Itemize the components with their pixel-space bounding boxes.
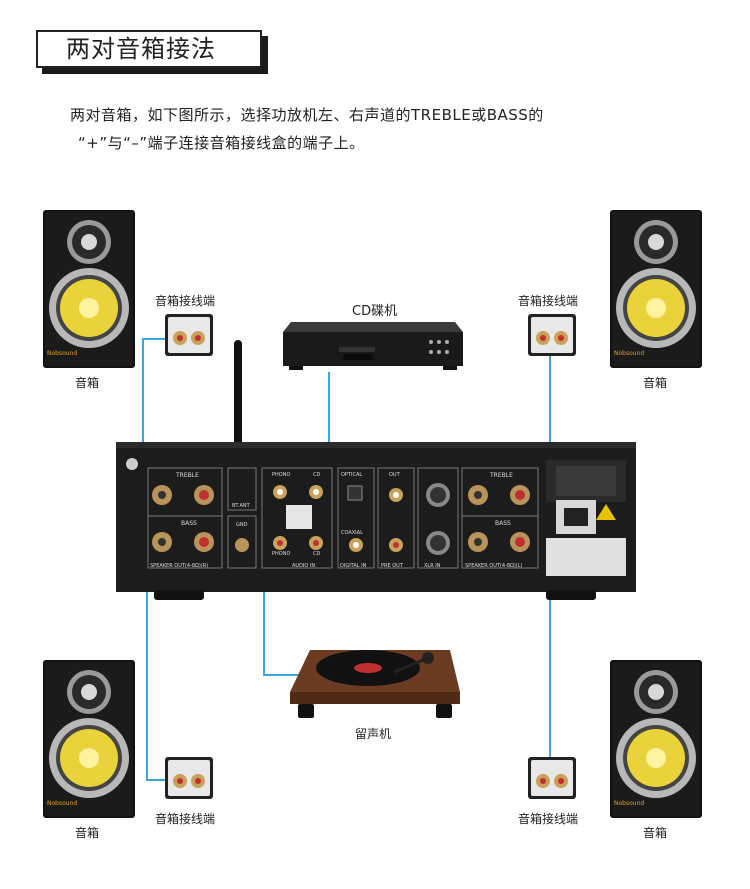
terminal-label-tl: 音箱接线端 (155, 292, 215, 309)
speaker-label-tr: 音箱 (643, 374, 667, 391)
intro-line-2: “+”与“–”端子连接音箱接线盒的端子上。 (78, 132, 365, 153)
panel-coaxial: COAXIAL (341, 530, 363, 536)
speaker-label-tl: 音箱 (75, 374, 99, 391)
panel-phono-bottom: PHONO (272, 551, 290, 557)
speaker-brand-tl: Nobsound (47, 350, 77, 357)
terminal-label-br: 音箱接线端 (518, 810, 578, 827)
speaker-label-br: 音箱 (643, 824, 667, 841)
intro-line-1: 两对音箱，如下图所示，选择功放机左、右声道的TREBLE或BASS的 (70, 104, 544, 125)
panel-bass-right: BASS (495, 520, 511, 527)
panel-bt-ant: BT.ANT (232, 503, 250, 509)
speaker-label-bl: 音箱 (75, 824, 99, 841)
panel-speaker-out-left: SPEAKER OUT(4-8Ω)(R) (150, 563, 208, 569)
speaker-brand-bl: Nobsound (47, 800, 77, 807)
panel-out: OUT (389, 472, 400, 478)
speaker-bottom-left (43, 660, 135, 818)
panel-phono-top: PHONO (272, 472, 290, 478)
panel-optical: OPTICAL (341, 472, 362, 478)
terminal-label-tr: 音箱接线端 (518, 292, 578, 309)
panel-pre-out: PRE OUT (381, 563, 403, 569)
panel-treble-right: TREBLE (490, 472, 513, 479)
panel-gnd: GND (236, 522, 247, 528)
page-title: 两对音箱接法 (36, 30, 262, 68)
turntable-label: 留声机 (355, 725, 391, 742)
terminal-box-br (528, 757, 576, 799)
terminal-label-bl: 音箱接线端 (155, 810, 215, 827)
panel-audio-in: AUDIO IN (292, 563, 315, 569)
terminal-box-bl (165, 757, 213, 799)
panel-treble-left: TREBLE (176, 472, 199, 479)
panel-cd-bottom: CD (313, 551, 320, 557)
panel-speaker-out-right: SPEAKER OUT(4-8Ω)(L) (465, 563, 523, 569)
panel-digital-in: DIGITAL IN (340, 563, 366, 569)
wire-bl-2 (146, 779, 166, 781)
panel-bass-left: BASS (181, 520, 197, 527)
speaker-bottom-right (610, 660, 702, 818)
speaker-brand-br: Nobsound (614, 800, 644, 807)
panel-cd-top: CD (313, 472, 320, 478)
cd-player-label: CD碟机 (352, 300, 397, 319)
panel-xlr-in: XLR IN (424, 563, 441, 569)
turntable (290, 632, 460, 720)
